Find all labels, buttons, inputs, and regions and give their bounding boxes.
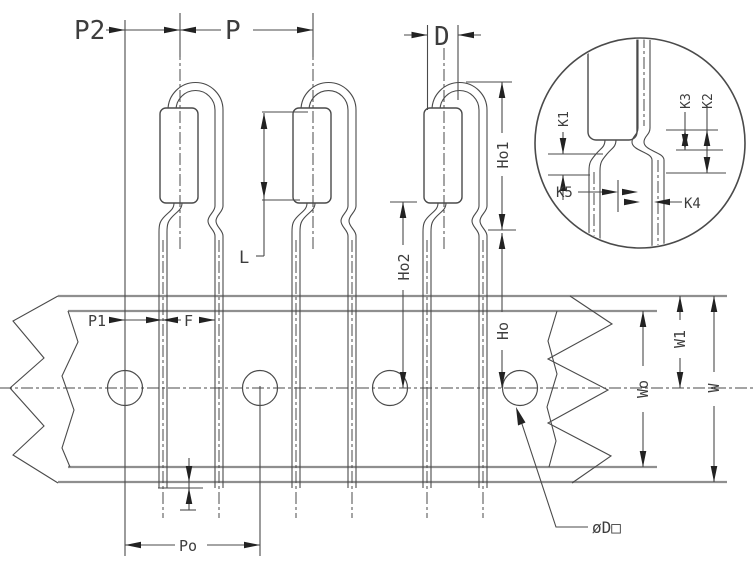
dimension-arrow <box>399 372 407 388</box>
detail-circle-outline <box>534 37 746 249</box>
detail-contents <box>548 39 726 247</box>
right-lead-crimp <box>479 205 488 488</box>
dimension-arrow <box>164 26 180 34</box>
label-w: W <box>705 383 723 393</box>
lead-loop-outer <box>431 81 488 206</box>
dimension-arrow <box>109 26 125 34</box>
dimension-arrow <box>676 296 684 312</box>
dimension-arrow <box>411 31 428 39</box>
dimension-arrow <box>498 214 506 230</box>
label-k4: K4 <box>684 196 701 212</box>
right-lead-crimp <box>340 205 349 488</box>
label-p: P <box>225 16 241 46</box>
label-ho1: Ho1 <box>494 141 512 168</box>
left-lead-crimp <box>422 202 439 488</box>
dimension-arrow <box>624 198 640 206</box>
right-lead-crimp <box>207 205 216 488</box>
radial-component <box>158 48 224 518</box>
tape-break-right-inner <box>546 310 558 468</box>
left-lead-crimp <box>291 202 308 488</box>
lead-loop-inner <box>439 90 480 206</box>
carrier-tape <box>0 294 754 484</box>
left-lead-crimp <box>166 202 183 488</box>
right-lead-crimp <box>215 205 224 488</box>
hole-diameter-leader <box>520 420 588 528</box>
components <box>158 48 488 518</box>
dimension-arrow <box>185 466 193 482</box>
label-l: L <box>239 248 249 268</box>
dimension-arrow <box>109 316 125 324</box>
label-p2: P2 <box>74 16 105 46</box>
component-body <box>292 107 332 204</box>
component-body <box>423 107 463 204</box>
label-k5: K5 <box>556 185 573 201</box>
dimension-arrow <box>146 316 162 324</box>
dimension-arrow <box>297 26 313 34</box>
dimension-arrow <box>703 157 711 173</box>
label-k1: K1 <box>557 111 572 127</box>
dimension-arrow <box>125 541 141 549</box>
lead-loop-outer <box>167 81 224 206</box>
left-lead-crimp <box>299 202 316 488</box>
label-k2: K2 <box>701 93 716 109</box>
dimension-arrow <box>703 130 711 146</box>
dimension-arrow <box>654 198 670 206</box>
dimension-arrow <box>639 311 647 327</box>
dimensions <box>106 13 718 556</box>
label-f: F <box>184 312 193 330</box>
label-phi-do: øD□ <box>592 518 621 537</box>
dimension-arrow <box>639 451 647 467</box>
dimension-arrow <box>676 372 684 388</box>
left-lead-crimp <box>158 202 175 488</box>
right-lead-crimp <box>471 205 480 488</box>
tape-break-right-outer <box>546 295 614 484</box>
dimension-arrow <box>559 175 567 191</box>
dimension-arrow <box>458 31 474 39</box>
label-p1: P1 <box>88 312 106 330</box>
dimension-arrow <box>199 316 215 324</box>
tape-break-left-inner <box>61 310 79 468</box>
dimension-arrow <box>162 316 178 324</box>
left-lead-detail <box>599 139 617 247</box>
label-d: D <box>434 22 450 52</box>
dimension-arrow <box>710 296 718 312</box>
dimension-arrow <box>185 488 193 504</box>
right-lead-crimp <box>348 205 357 488</box>
dimension-arrow <box>180 26 196 34</box>
detail-circle <box>534 37 746 249</box>
radial-component <box>422 48 488 518</box>
dimension-arrow <box>260 113 268 129</box>
dimension-arrow <box>399 202 407 218</box>
label-wo: Wo <box>634 380 652 398</box>
dimension-arrow <box>681 134 689 150</box>
component-body-detail <box>587 39 638 141</box>
lead-loop-inner <box>308 90 349 206</box>
dimension-arrow <box>498 372 506 388</box>
left-lead-crimp <box>430 202 447 488</box>
lead-loop-inner <box>175 90 216 206</box>
right-lead-crimp-detail <box>631 127 653 247</box>
component-body <box>159 107 199 204</box>
right-lead-crimp-detail <box>643 127 665 247</box>
dimension-arrow <box>244 541 260 549</box>
dimension-arrow <box>622 188 638 196</box>
dimension-arrow <box>710 466 718 482</box>
label-ho2: Ho2 <box>395 253 413 280</box>
dimension-arrow <box>559 138 567 154</box>
label-w1: W1 <box>671 330 689 348</box>
radial-component <box>291 48 357 518</box>
dimension-arrow <box>516 407 526 426</box>
lead-loop-outer <box>300 81 357 206</box>
dimension-arrow <box>498 82 506 98</box>
label-po: Po <box>179 537 197 555</box>
dimension-arrow <box>498 233 506 249</box>
dimension-arrow <box>260 182 268 198</box>
label-ho: Ho <box>494 322 512 340</box>
dimension-arrow <box>602 188 618 196</box>
label-k3: K3 <box>679 93 694 109</box>
tape-break-left-outer <box>9 295 59 484</box>
